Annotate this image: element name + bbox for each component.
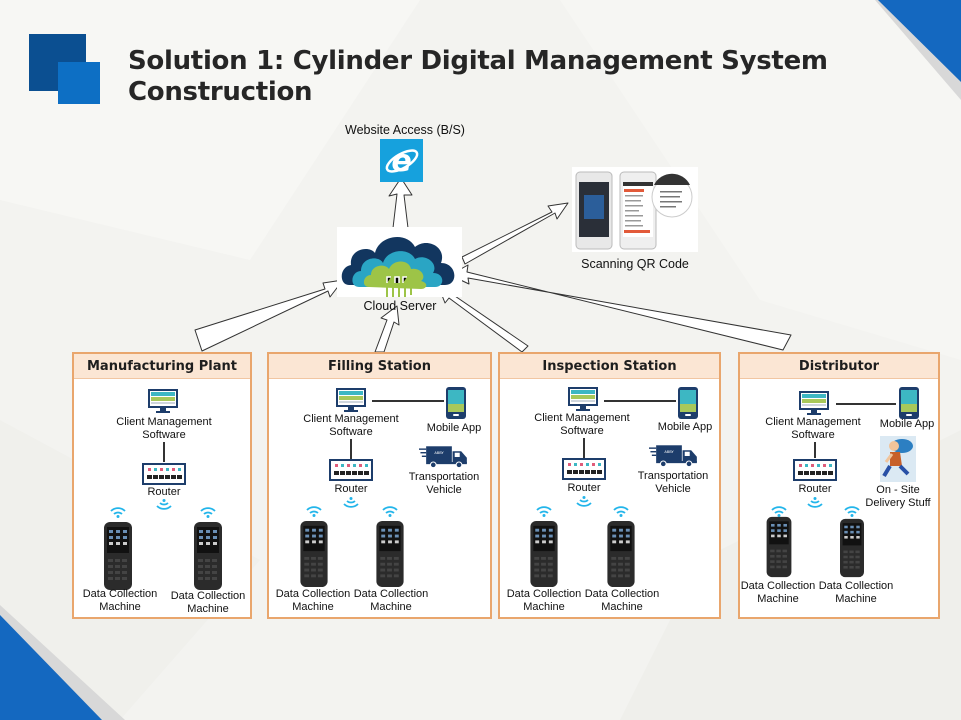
cloud-server-icon[interactable] <box>337 227 462 297</box>
handheld-scanner-icon <box>193 521 223 591</box>
handheld-scanner-icon <box>529 520 559 588</box>
wifi-icon <box>306 505 322 517</box>
router-label: Router <box>798 483 832 495</box>
wifi-icon <box>200 506 216 518</box>
connector-line <box>350 439 352 459</box>
monitor-icon <box>335 387 367 413</box>
router-label: Router <box>147 486 181 498</box>
wifi-broadcast-icon <box>807 497 823 509</box>
monitor-icon <box>798 390 830 416</box>
router-label: Router <box>334 483 368 495</box>
panel-title: Inspection Station <box>500 354 719 379</box>
monitor-icon <box>147 388 179 414</box>
scanning-qr-label: Scanning QR Code <box>581 257 689 271</box>
panel-title: Manufacturing Plant <box>74 354 250 379</box>
router-icon <box>561 457 607 481</box>
router-icon <box>328 458 374 482</box>
arrow-manufacturing-to-cloud <box>194 279 344 352</box>
wifi-icon <box>536 505 552 517</box>
arrow-cloud-to-website <box>388 177 413 229</box>
handheld-scanner-icon <box>103 521 133 591</box>
svg-text:e: e <box>391 144 411 179</box>
website-access-label: Website Access (B/S) <box>345 123 465 137</box>
wifi-icon <box>613 505 629 517</box>
handheld-scanner-icon <box>764 516 794 578</box>
transport-truck-icon <box>649 443 699 469</box>
phone-screenshots-icon[interactable] <box>572 167 698 252</box>
wifi-broadcast-icon <box>156 499 172 511</box>
connector-line <box>163 442 165 462</box>
cloud-server-label: Cloud Server <box>363 299 437 313</box>
wifi-broadcast-icon <box>343 497 359 509</box>
arrow-cloud-to-qr <box>461 202 569 265</box>
mobile-app-label: Mobile App <box>657 421 713 433</box>
connector-line <box>372 400 444 402</box>
router-label: Router <box>567 482 601 494</box>
wifi-icon <box>844 505 860 517</box>
handheld-scanner-icon <box>375 520 405 588</box>
panel-title: Filling Station <box>269 354 490 379</box>
handheld-scanner-icon <box>606 520 636 588</box>
arrow-distributor-to-cloud <box>449 264 792 351</box>
connector-line <box>836 403 896 405</box>
wifi-broadcast-icon <box>576 496 592 508</box>
connector-line <box>583 438 585 458</box>
mobile-app-label: Mobile App <box>426 422 482 434</box>
router-icon <box>792 458 838 482</box>
transport-truck-icon <box>419 444 469 470</box>
mobile-app-label: Mobile App <box>879 418 935 430</box>
wifi-icon <box>110 506 126 518</box>
panel-title: Distributor <box>740 354 938 379</box>
mobile-app-icon <box>677 386 699 420</box>
logo-square-light <box>58 62 100 104</box>
monitor-icon <box>567 386 599 412</box>
router-icon <box>141 462 187 486</box>
mobile-app-icon <box>898 386 920 420</box>
internet-explorer-icon[interactable]: e <box>380 139 423 182</box>
title-line-1: Solution 1: Cylinder Digital Management … <box>128 46 828 76</box>
arrow-filling-to-cloud <box>374 305 400 353</box>
mobile-app-icon <box>445 386 467 420</box>
title-line-2: Construction <box>128 77 313 107</box>
handheld-scanner-icon <box>299 520 329 588</box>
connector-line <box>814 442 816 458</box>
delivery-person-icon <box>880 436 916 482</box>
wifi-icon <box>382 505 398 517</box>
page-title: Solution 1: Cylinder Digital Management … <box>128 46 848 108</box>
connector-line <box>604 400 676 402</box>
handheld-scanner-icon <box>837 518 867 578</box>
